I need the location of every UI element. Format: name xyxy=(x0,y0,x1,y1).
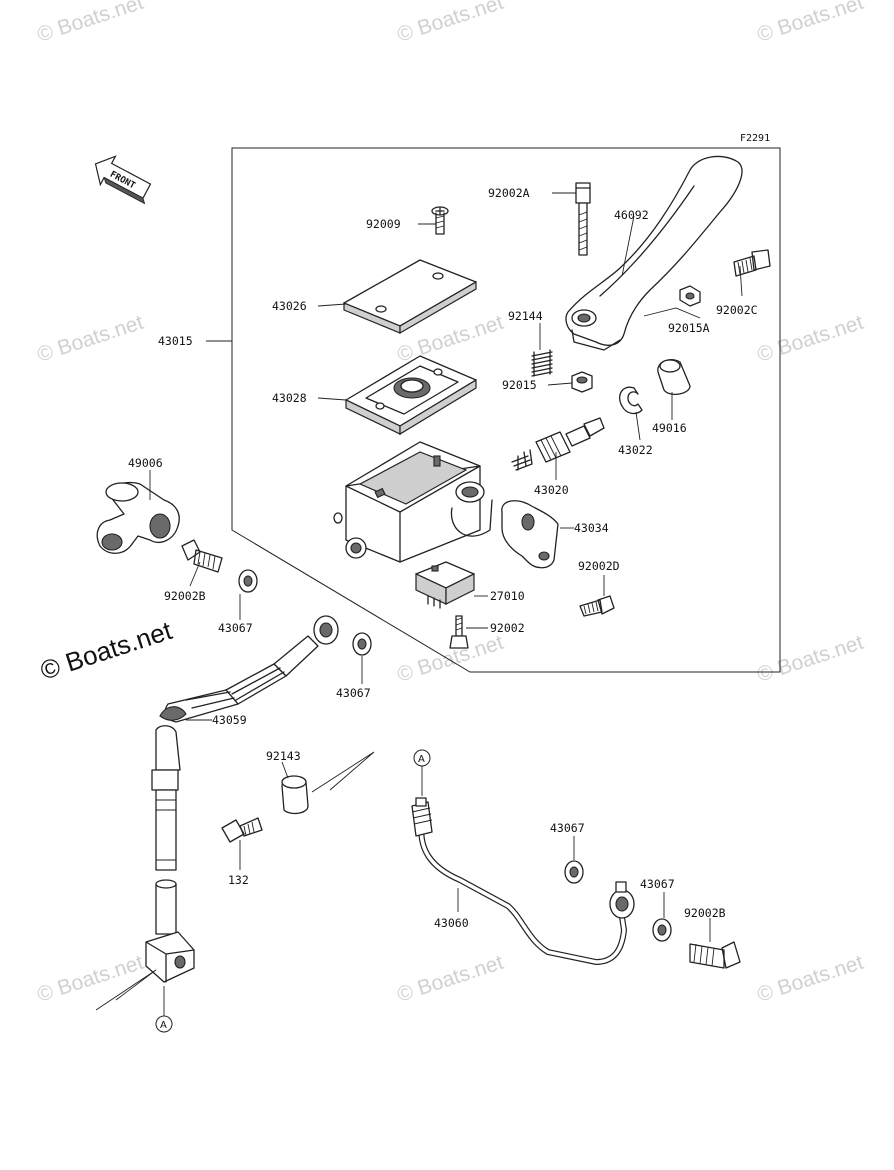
bolt-92002C xyxy=(733,249,771,277)
assembly-frame xyxy=(231,147,781,673)
label-43026: 43026 xyxy=(272,299,307,313)
connector-marker-lower: A xyxy=(155,986,173,1033)
label-43059: 43059 xyxy=(212,713,247,727)
label-92002A: 92002A xyxy=(488,186,530,200)
dust-boot-49016 xyxy=(657,358,691,396)
label-92002B-upper: 92002B xyxy=(164,589,206,603)
watermark: © Boats.net xyxy=(34,951,146,1007)
pivot-bolt-92002A xyxy=(575,182,591,256)
piston-kit-43020 xyxy=(511,417,605,471)
brake-lever-46092 xyxy=(565,155,743,351)
label-27010: 27010 xyxy=(490,589,525,603)
watermark: © Boats.net xyxy=(754,951,866,1007)
reservoir-cap-43026 xyxy=(343,259,477,335)
watermark: © Boats.net xyxy=(394,951,506,1007)
label-92002: 92002 xyxy=(490,621,525,635)
watermark: © Boats.net xyxy=(754,0,866,47)
label-132: 132 xyxy=(228,873,249,887)
master-cylinder-body xyxy=(333,441,493,563)
watermark: © Boats.net xyxy=(394,0,506,47)
connector-marker-upper: A xyxy=(413,749,431,796)
connector-marker-label: A xyxy=(160,1020,167,1031)
screw-92002 xyxy=(449,615,469,649)
label-43060: 43060 xyxy=(434,916,469,930)
diaphragm-43028 xyxy=(345,355,477,436)
clamp-43034 xyxy=(501,500,559,569)
label-92009: 92009 xyxy=(366,217,401,231)
bolt-92002D xyxy=(579,595,615,617)
label-92143: 92143 xyxy=(266,749,301,763)
washer-43067-mid xyxy=(352,632,372,656)
banjo-bolt-92002B-lower xyxy=(689,941,741,969)
bushing-92143 xyxy=(281,775,309,815)
brake-pipe-43060 xyxy=(411,797,635,966)
part-labels: 92002A 46092 92009 43026 92002C 92144 92… xyxy=(128,186,758,930)
bolt-132 xyxy=(221,817,263,843)
watermark: © Boats.net xyxy=(754,311,866,367)
spring-92144 xyxy=(531,349,553,377)
label-92002B-lower: 92002B xyxy=(684,906,726,920)
banjo-bolt-92002B-upper xyxy=(181,539,223,573)
watermark-main: © Boats.net xyxy=(37,615,177,686)
label-92015A: 92015A xyxy=(668,321,710,335)
tee-fitting-49006 xyxy=(96,481,180,554)
label-43022: 43022 xyxy=(618,443,653,457)
connector-marker-label: A xyxy=(418,754,425,765)
label-43028: 43028 xyxy=(272,391,307,405)
label-43020: 43020 xyxy=(534,483,569,497)
label-49016: 49016 xyxy=(652,421,687,435)
label-43034: 43034 xyxy=(574,521,609,535)
leader-lines xyxy=(95,192,743,1011)
label-46092: 46092 xyxy=(614,208,649,222)
diagram-code: F2291 xyxy=(740,133,770,144)
label-43067-left: 43067 xyxy=(218,621,253,635)
watermark: © Boats.net xyxy=(754,631,866,687)
brake-switch-27010 xyxy=(415,561,475,609)
label-43067-right1: 43067 xyxy=(550,821,585,835)
circlip-43022 xyxy=(619,386,643,415)
front-arrow-icon: FRONT xyxy=(94,155,152,205)
label-43015: 43015 xyxy=(158,334,193,348)
label-43067-mid: 43067 xyxy=(336,686,371,700)
label-92144: 92144 xyxy=(508,309,543,323)
brake-hose-43059 xyxy=(145,615,339,983)
label-49006: 49006 xyxy=(128,456,163,470)
nut-92015A xyxy=(679,285,701,307)
label-92015: 92015 xyxy=(502,378,537,392)
label-43067-right2: 43067 xyxy=(640,877,675,891)
watermark: © Boats.net xyxy=(34,0,146,47)
washer-43067-right1 xyxy=(564,860,584,884)
nut-92015 xyxy=(571,371,593,393)
washer-43067-left xyxy=(238,569,258,593)
watermark: © Boats.net xyxy=(394,631,506,687)
watermark: © Boats.net xyxy=(34,311,146,367)
screw-92009 xyxy=(431,206,449,235)
washer-43067-right2 xyxy=(652,918,672,942)
label-92002D: 92002D xyxy=(578,559,620,573)
label-92002C: 92002C xyxy=(716,303,758,317)
